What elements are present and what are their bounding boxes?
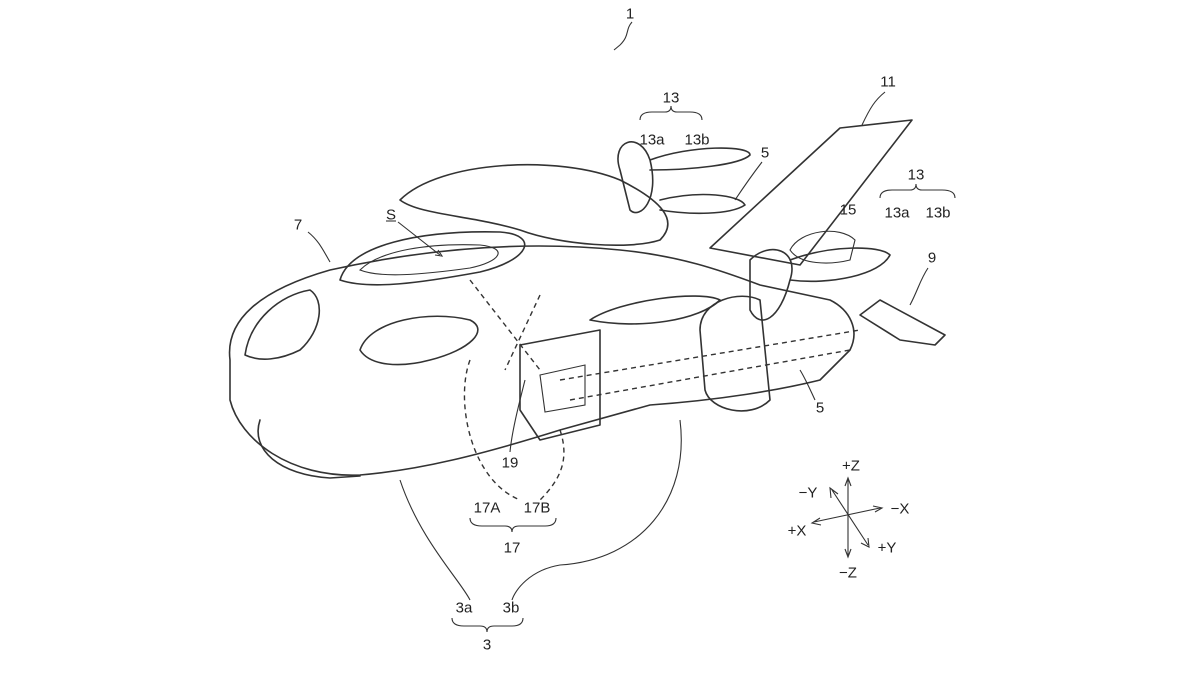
label-3: 3: [482, 636, 492, 654]
upper-fairing: [399, 163, 669, 246]
label-11: 11: [880, 73, 896, 91]
leader-3a: [399, 479, 471, 601]
leader-9: [909, 267, 929, 306]
label-15: 15: [839, 201, 857, 219]
leader-5: [799, 369, 816, 401]
side-scoop: [359, 315, 479, 366]
label-9: 9: [927, 249, 937, 267]
label-3a: 3a: [455, 599, 473, 617]
propeller-left: [589, 295, 721, 325]
dashed-17: [463, 279, 565, 501]
label-13-top: 13: [662, 89, 680, 107]
leader-5-top: [734, 161, 763, 201]
label-19: 19: [501, 454, 519, 472]
axis-label-plus-z: +Z: [842, 457, 860, 475]
propeller-upper-2: [659, 193, 746, 215]
leader-11: [861, 91, 886, 126]
leader-7: [307, 231, 331, 263]
brace-3: [451, 617, 524, 633]
wing-outline: [709, 119, 913, 266]
label-13a-top: 13a: [639, 131, 665, 149]
label-13b-right: 13b: [925, 204, 951, 222]
label-13b-top: 13b: [684, 131, 710, 149]
reference-numeral-1: 1: [625, 5, 635, 23]
label-5-bottom: 5: [815, 399, 825, 417]
axis-label-minus-z: −Z: [839, 564, 857, 582]
part-15-outline: [789, 230, 856, 264]
leader-3b: [511, 419, 682, 601]
leader-s: [397, 221, 444, 257]
label-s: S: [385, 206, 397, 224]
boom-dashed: [559, 329, 861, 401]
label-17b: 17B: [523, 499, 551, 517]
axis-label-plus-x: +X: [787, 522, 807, 540]
module-17: [519, 329, 601, 441]
brace-13-top: [639, 105, 703, 121]
axis-diagram: [810, 476, 884, 559]
module-17-detail: [539, 364, 586, 413]
label-17: 17: [503, 539, 521, 557]
nacelle-right: [699, 295, 771, 412]
axis-label-minus-y: −Y: [798, 484, 818, 502]
axis-label-plus-y: +Y: [877, 539, 897, 557]
brace-17: [469, 517, 557, 533]
canopy-inner: [359, 244, 499, 276]
label-3b: 3b: [502, 599, 520, 617]
label-13a-right: 13a: [884, 204, 910, 222]
fuselage-outline: [228, 245, 855, 476]
label-13-right: 13: [907, 166, 925, 184]
label-5-top: 5: [760, 144, 770, 162]
propeller-upper: [617, 141, 751, 214]
lower-hull: [257, 419, 361, 479]
brace-13-right: [879, 183, 956, 199]
canopy-top: [339, 231, 526, 286]
leader-1: [613, 21, 633, 51]
label-17a: 17A: [473, 499, 501, 517]
propeller-right: [749, 247, 891, 321]
canopy-front: [244, 289, 321, 360]
label-7: 7: [293, 216, 303, 234]
axis-label-minus-x: −X: [890, 500, 910, 518]
tail-outline: [859, 299, 946, 346]
leader-19: [509, 379, 526, 453]
